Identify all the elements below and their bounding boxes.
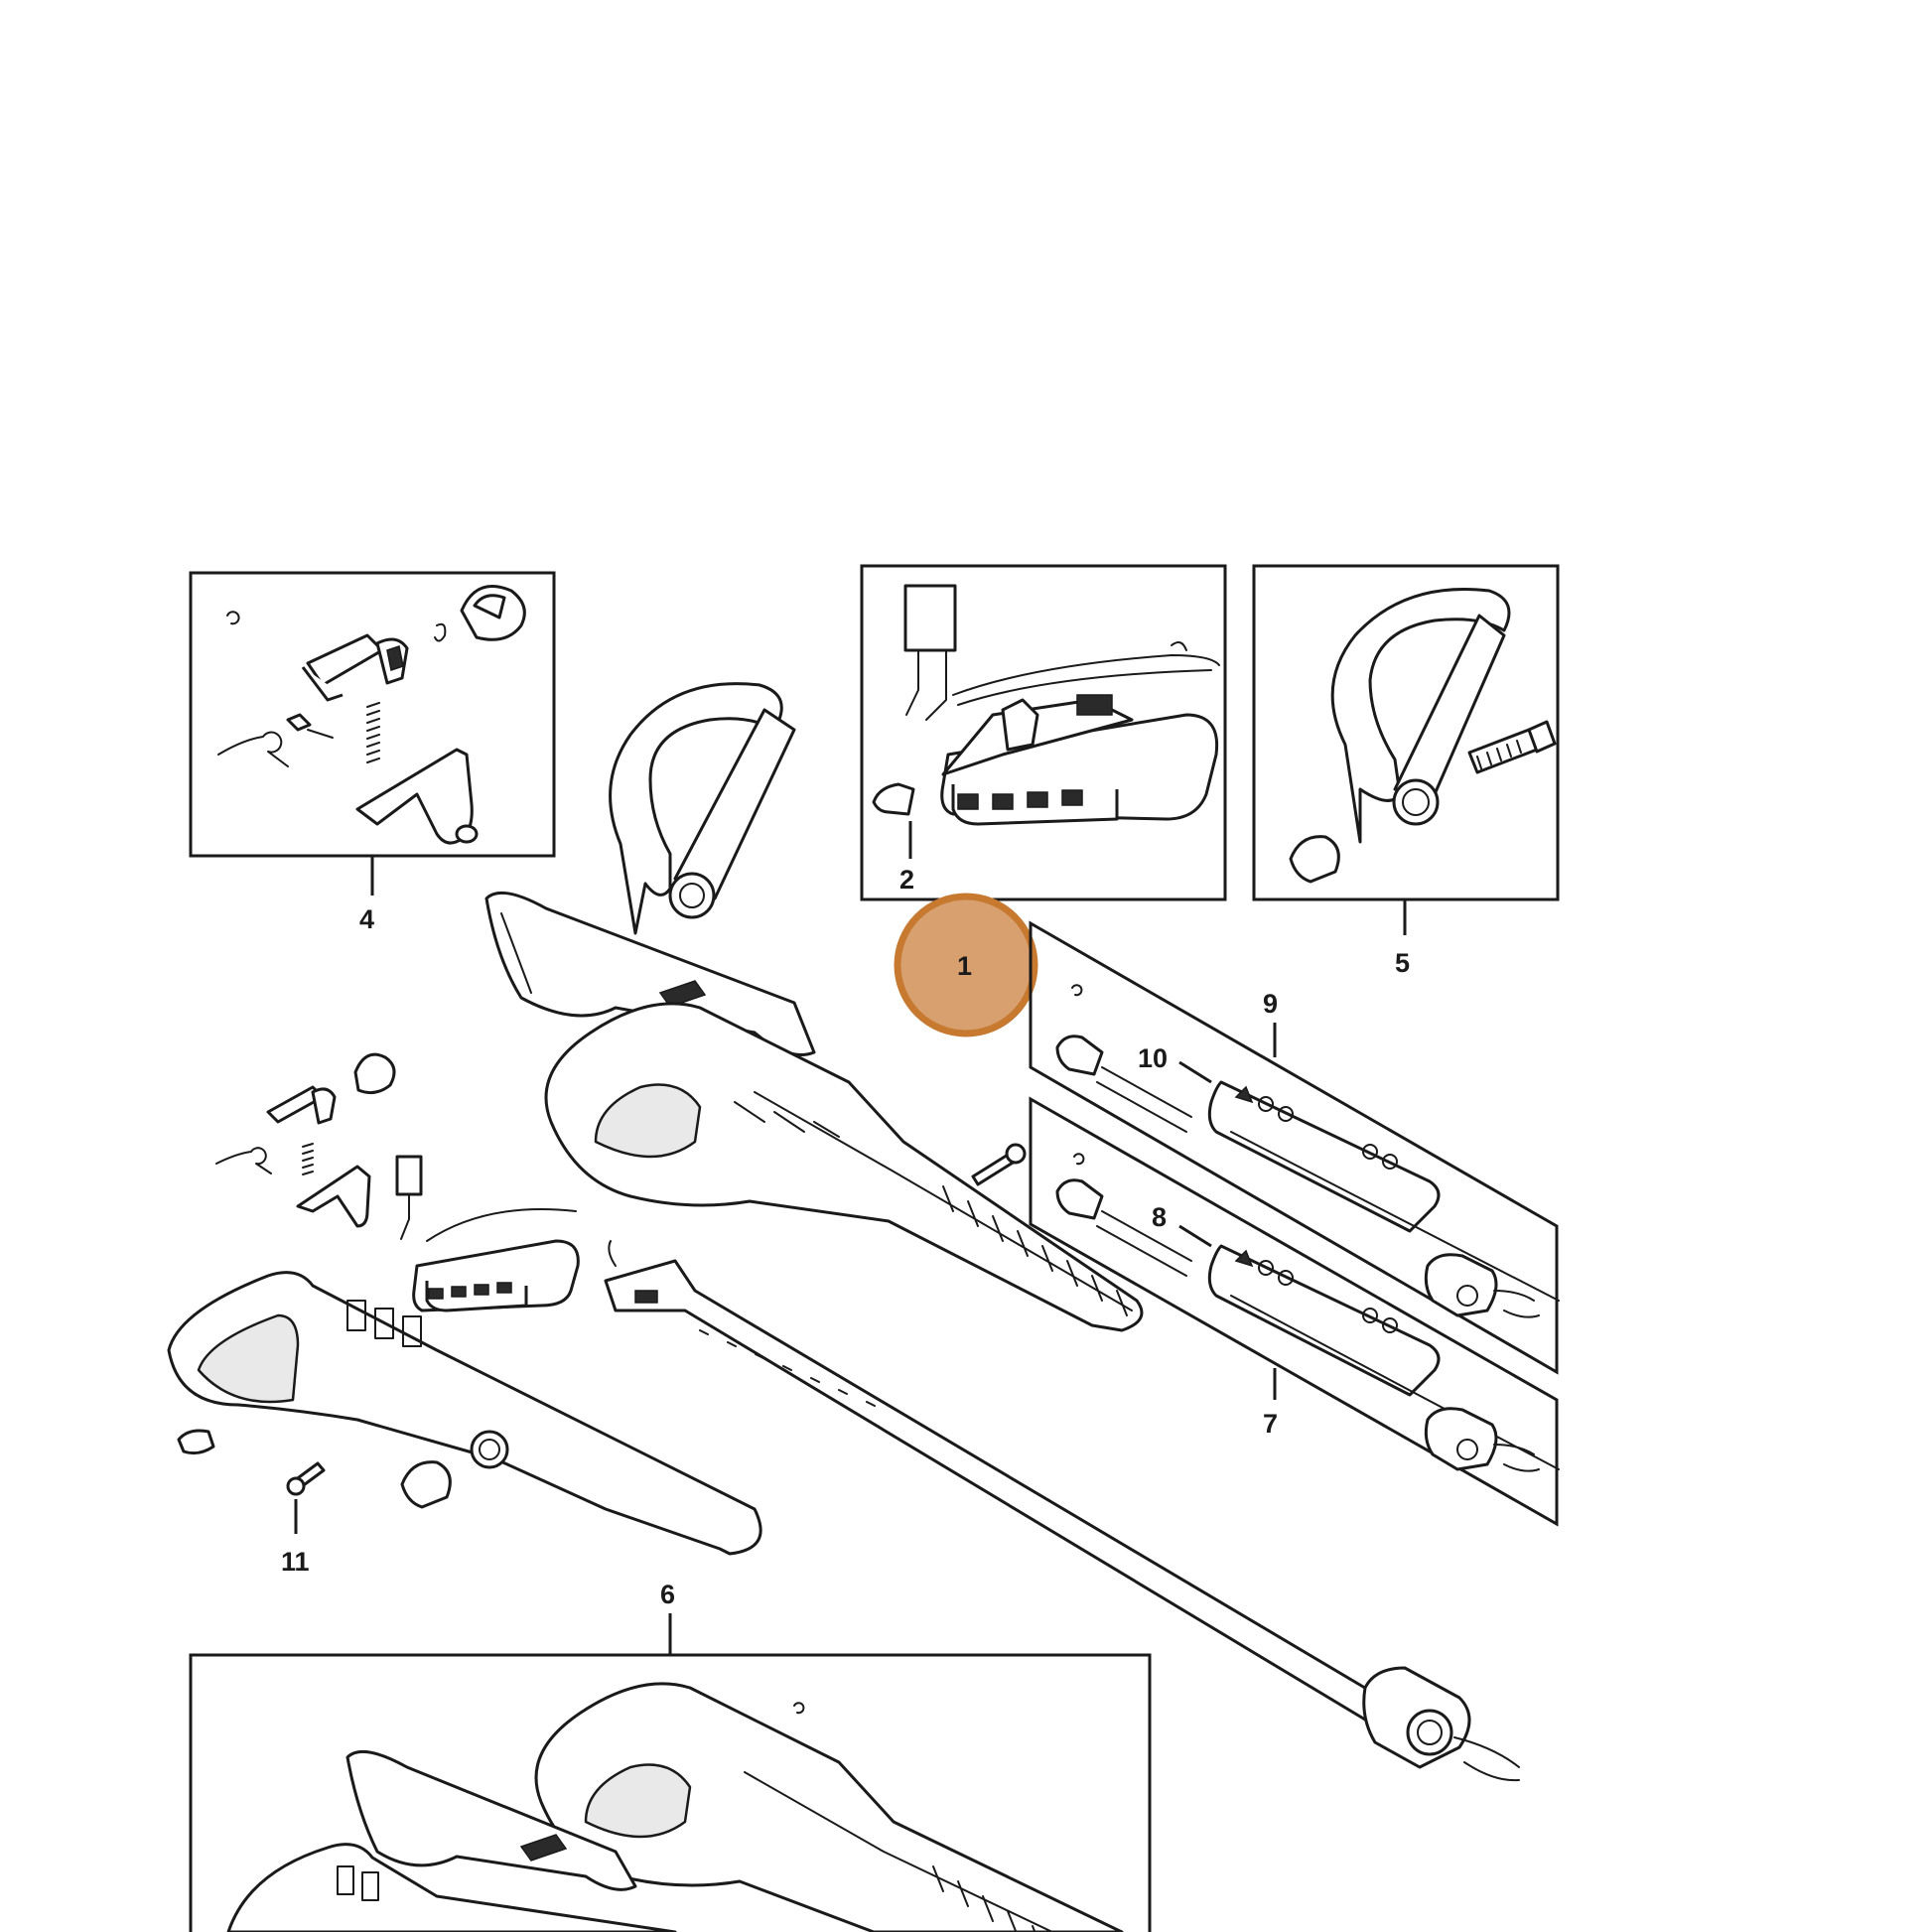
shaft-kit-box-9 [1029, 920, 1560, 1375]
housing-kit-box [189, 1653, 1152, 1932]
switch-lever-kit-box [189, 571, 556, 858]
shaft-tube [604, 1240, 1520, 1782]
handle-housing [544, 1002, 1144, 1332]
screw-11 [286, 1461, 326, 1496]
switch-module [395, 1155, 580, 1312]
callout-9: 9 [1263, 989, 1278, 1019]
screw [971, 1143, 1027, 1186]
loop-handle-kit-box [1252, 564, 1560, 901]
callout-11: 11 [281, 1547, 310, 1577]
switch-module-box [860, 564, 1227, 901]
callout-1-highlight [894, 893, 1038, 1037]
callout-8: 8 [1152, 1202, 1167, 1232]
callout-10: 10 [1138, 1043, 1168, 1073]
shaft-kit-box-7 [1029, 1096, 1560, 1527]
callout-6: 6 [660, 1580, 675, 1609]
exploded-switch-parts [215, 1052, 396, 1228]
knob [400, 1460, 452, 1509]
callout-4: 4 [359, 904, 374, 934]
lower-handle-shell [167, 1271, 762, 1556]
upper-handle-shell [484, 891, 816, 1056]
callout-2: 2 [899, 865, 914, 895]
callout-7: 7 [1263, 1409, 1278, 1439]
callout-5: 5 [1395, 948, 1410, 978]
loop-handle [609, 682, 796, 935]
callout-1: 1 [957, 951, 972, 981]
